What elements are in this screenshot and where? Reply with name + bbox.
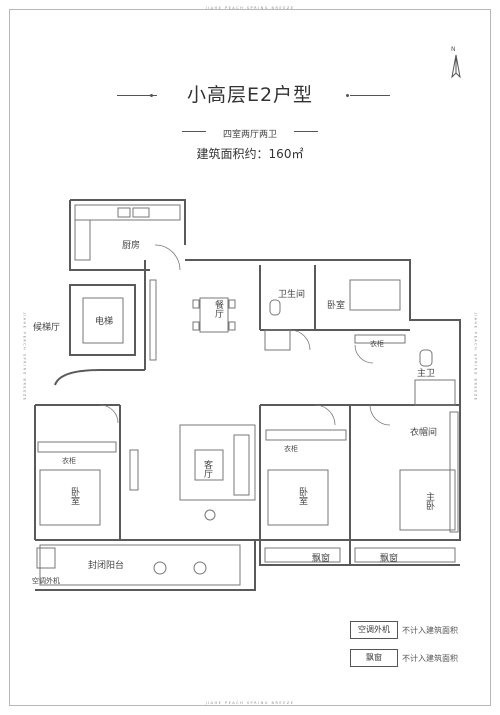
- title-dot-right: [346, 94, 349, 97]
- room-elevator-hall: 候梯厅: [33, 323, 61, 333]
- wall-lower: [34, 404, 461, 541]
- door-kitchen: [154, 244, 181, 271]
- bed-top: [349, 279, 401, 311]
- master-bath-fixture: [419, 349, 433, 367]
- room-kitchen: 厨房: [122, 241, 141, 251]
- edge-text-top: JIAHE PEACH SPRING BREEZE: [205, 6, 295, 10]
- legend-text-ac: 不计入建筑面积: [402, 626, 458, 635]
- room-closet-left: 衣柜: [62, 457, 76, 465]
- room-living: 客厅: [202, 460, 212, 478]
- door-bedroom-left: [99, 404, 119, 424]
- room-enclosed-balcony: 封闭阳台: [88, 561, 125, 571]
- room-bathroom: 卫生间: [278, 290, 306, 300]
- kitchen-stove: [132, 207, 150, 218]
- legend-text-bay: 不计入建筑面积: [402, 654, 458, 663]
- bay-window-1: [264, 547, 341, 563]
- wall-kitchen: [69, 199, 186, 271]
- wall-dining: [144, 260, 261, 370]
- closet-mid: [265, 429, 347, 441]
- kitchen-counter: [74, 204, 181, 221]
- room-elevator: 电梯: [95, 317, 114, 327]
- room-bay-window-2: 飘窗: [380, 554, 399, 564]
- room-dining: 餐厅: [213, 300, 223, 318]
- room-ac-unit: 空调外机: [32, 577, 60, 585]
- title-dot-left: [150, 94, 153, 97]
- room-walk-in-closet: 衣帽间: [410, 428, 438, 438]
- bed-left: [39, 469, 101, 526]
- living-sofa: [233, 434, 250, 496]
- wall-elevator: [69, 284, 136, 356]
- room-bedroom-top: 卧室: [327, 301, 346, 311]
- room-bay-window-1: 飘窗: [312, 554, 331, 564]
- shower-bathroom: [264, 329, 291, 351]
- balcony-rail: [39, 544, 241, 586]
- wall-balcony: [35, 540, 256, 591]
- page-frame: [9, 9, 491, 706]
- door-bedroom-master: [369, 404, 391, 426]
- area-text: 建筑面积约：160㎡: [196, 147, 304, 161]
- subtitle: 四室两厅两卫: [222, 130, 277, 140]
- edge-text-bottom: JIAHE PEACH SPRING BREEZE: [205, 701, 295, 705]
- compass-icon: [451, 54, 461, 79]
- door-bathroom: [289, 329, 311, 351]
- closet-top: [354, 334, 406, 344]
- compass-label: N: [451, 46, 456, 53]
- dining-table: [199, 297, 229, 333]
- elevator-car: [82, 297, 124, 344]
- dining-chair-4: [228, 321, 236, 331]
- tv-cabinet: [129, 449, 139, 491]
- room-bedroom-mid: 卧室: [297, 487, 307, 505]
- toilet-bathroom: [269, 299, 281, 316]
- room-bedroom-left: 卧室: [69, 487, 79, 505]
- bed-mid: [267, 469, 329, 526]
- title-rule-right: [350, 95, 390, 96]
- room-closet-top: 衣柜: [370, 340, 384, 348]
- balcony-chair-1: [153, 561, 167, 575]
- page-title: 小高层E2户型: [186, 84, 314, 106]
- walk-in-rack: [449, 411, 459, 533]
- room-master-bath: 主卫: [417, 369, 436, 379]
- subtitle-rule-left: [182, 131, 206, 132]
- door-bedroom-top: [354, 344, 374, 364]
- closet-left: [37, 441, 117, 453]
- wall-main-top: [185, 259, 461, 410]
- title-rule-left: [117, 95, 157, 96]
- balcony-chair-2: [193, 561, 207, 575]
- dining-chair-3: [228, 299, 236, 309]
- lamp: [204, 509, 216, 521]
- legend-box-bay: 飘窗: [350, 649, 398, 667]
- living-sofa-frame: [179, 424, 256, 501]
- living-table: [194, 449, 224, 481]
- master-bath-tub: [414, 379, 456, 406]
- legend-box-ac: 空调外机: [350, 621, 398, 639]
- dining-chair-1: [192, 299, 200, 309]
- kitchen-sink: [117, 207, 131, 218]
- ac-unit: [36, 547, 56, 569]
- bed-master: [399, 469, 456, 531]
- door-bedroom-mid: [314, 404, 336, 426]
- dining-chair-2: [192, 321, 200, 331]
- kitchen-cabinet: [74, 219, 91, 261]
- room-closet-mid: 衣柜: [284, 445, 298, 453]
- bay-window-2: [354, 547, 456, 563]
- subtitle-rule-right: [294, 131, 318, 132]
- wall-elevator-hall: [54, 369, 145, 386]
- room-master-bedroom: 主卧: [424, 492, 434, 510]
- sideboard: [149, 279, 157, 361]
